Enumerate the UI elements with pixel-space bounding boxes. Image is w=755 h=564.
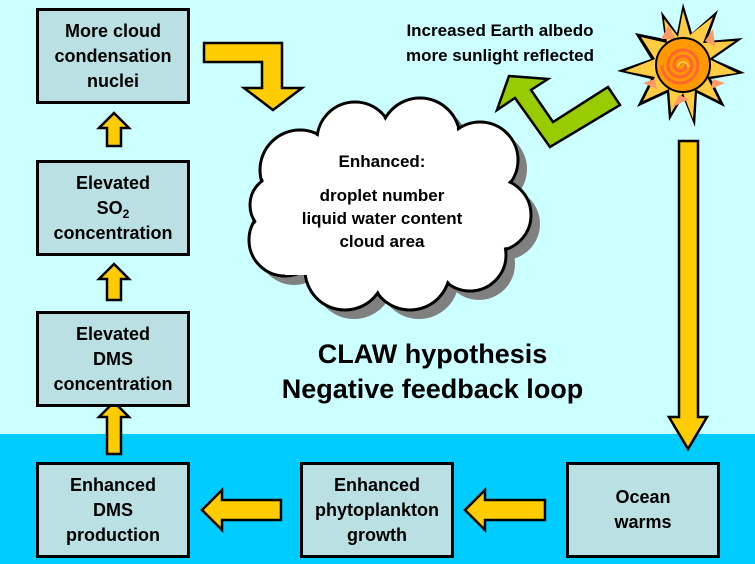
diagram-title: CLAW hypothesis Negative feedback loop <box>240 337 625 407</box>
title-line-1: CLAW hypothesis <box>317 339 548 369</box>
sun-icon <box>617 3 745 127</box>
arrow-down-sun-to-ocean <box>666 139 710 452</box>
albedo-line-2: more sunlight reflected <box>406 46 594 65</box>
box-ccn-line-1: More cloud <box>64 20 161 41</box>
so2-formula: SO2 <box>97 196 130 221</box>
box-elevated-dms: Elevated DMS concentration <box>36 311 190 407</box>
cloud-item-droplet-number: droplet number <box>319 186 445 205</box>
so2-formula-base: SO <box>96 197 123 218</box>
box-dms-conc-line-2: DMS <box>93 348 133 369</box>
box-dms-prod-line-3: production <box>66 524 160 545</box>
box-phyto-line-2: phytoplankton <box>315 499 439 520</box>
box-enhanced-dms-production: Enhanced DMS production <box>36 462 190 558</box>
albedo-label: Increased Earth albedo more sunlight ref… <box>368 18 632 68</box>
box-phyto-line-3: growth <box>347 524 407 545</box>
box-ocean-line-2: warms <box>614 512 672 532</box>
arrow-left-ocean-to-phyto <box>463 486 547 534</box>
box-dms-prod-line-2: DMS <box>93 499 133 520</box>
arrow-up-dms-to-so2 <box>95 262 133 302</box>
box-more-ccn: More cloud condensation nuclei <box>36 8 190 104</box>
arrow-left-phyto-to-dms <box>200 486 283 534</box>
box-ocean-warms: Ocean warms <box>566 462 720 558</box>
box-dms-conc-line-1: Elevated <box>75 323 151 344</box>
cloud-heading: Enhanced: <box>338 152 426 171</box>
box-ccn-line-3: nuclei <box>86 70 139 91</box>
box-enhanced-phytoplankton: Enhanced phytoplankton growth <box>300 462 454 558</box>
box-ocean-line-1: Ocean <box>615 487 671 507</box>
title-line-2: Negative feedback loop <box>281 374 584 404</box>
box-dms-conc-line-3: concentration <box>53 373 173 394</box>
bent-arrow-up-left-icon <box>494 74 622 149</box>
cloud-item-cloud-area: cloud area <box>339 232 425 251</box>
cloud-text: Enhanced: droplet number liquid water co… <box>262 150 502 253</box>
arrow-up-prod-to-dms <box>95 400 133 456</box>
box-so2-line-3: concentration <box>53 222 173 243</box>
box-so2-line-1: Elevated <box>75 172 151 193</box>
bent-arrow-down-icon <box>202 41 306 112</box>
so2-formula-subscript: 2 <box>122 206 130 221</box>
arrow-up-so2-to-ccn <box>95 111 133 148</box>
box-ccn-line-2: condensation <box>54 45 172 66</box>
box-dms-prod-line-1: Enhanced <box>69 474 157 495</box>
cloud-item-liquid-water-content: liquid water content <box>301 209 463 228</box>
box-elevated-so2: Elevated SO2 concentration <box>36 160 190 256</box>
box-phyto-line-1: Enhanced <box>333 474 421 495</box>
albedo-line-1: Increased Earth albedo <box>406 21 594 40</box>
